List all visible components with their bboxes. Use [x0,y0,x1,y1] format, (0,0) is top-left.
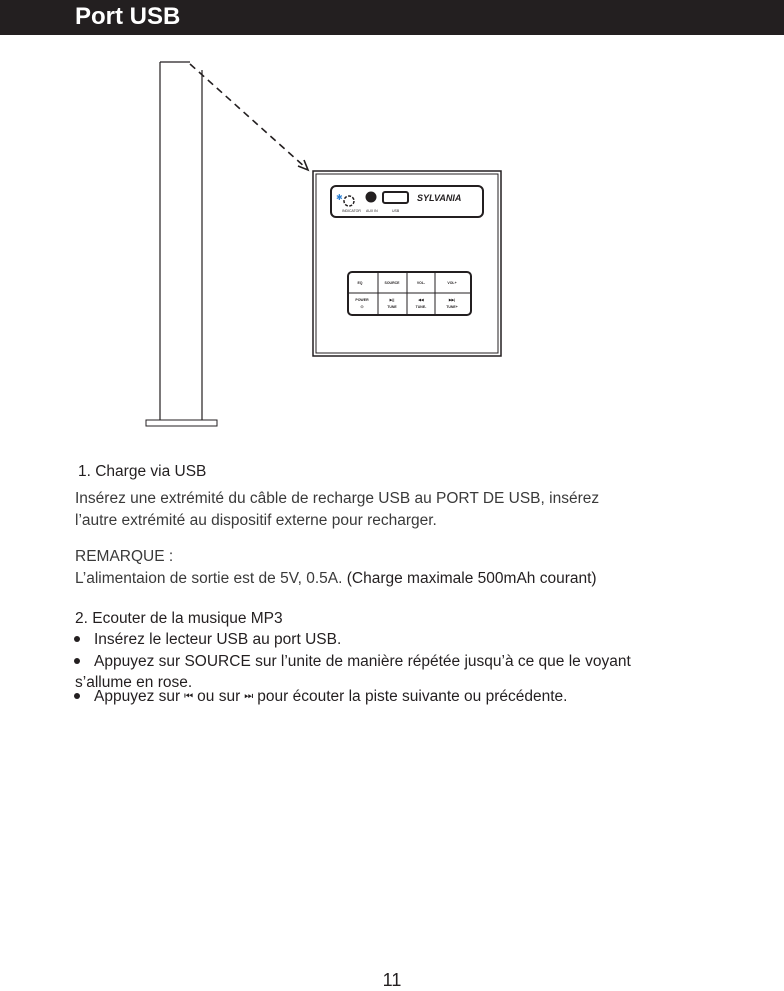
svg-text:▶▶|: ▶▶| [448,298,456,302]
bullet-1: Insérez le lecteur USB au port USB. [70,631,341,649]
device-illustration: ✱ SYLVANIA INDICATOR AUX IN USB EQ SOURC… [145,61,502,427]
svg-text:TUNE-: TUNE- [416,305,428,309]
svg-text:⏻: ⏻ [361,305,364,309]
section2-title: 2. Ecouter de la musique MP3 [75,610,283,627]
note-main: L’alimentaion de sortie est de 5V, 0.5A. [75,570,343,587]
svg-text:◀◀: ◀◀ [417,298,425,302]
note-extra: (Charge maximale 500mAh courant) [346,570,597,587]
bullet-2: Appuyez sur SOURCE sur l’unite de manièr… [70,653,631,671]
svg-text:SOURCE: SOURCE [385,281,401,285]
page-title: Port USB [75,3,181,30]
page-header: Port USB [0,0,784,35]
note-text: L’alimentaion de sortie est de 5V, 0.5A.… [75,570,597,588]
svg-text:SYLVANIA: SYLVANIA [417,193,461,203]
svg-text:AUX IN: AUX IN [366,209,378,213]
bullet-2-cont: s’allume en rose. [75,674,193,691]
svg-text:▶||: ▶|| [389,298,395,302]
bullet-2-text: Appuyez sur SOURCE sur l’unite de manièr… [94,653,631,670]
section1-title: 1. Charge via USB [78,463,207,480]
svg-text:POWER: POWER [355,298,369,302]
bullet-3-b: ou sur [197,688,241,705]
svg-text:✱: ✱ [336,193,343,202]
page-number: 11 [382,970,402,990]
section1-line2: l’autre extrémité au dispositif externe … [75,512,437,529]
svg-text:TUNE: TUNE [387,305,397,309]
svg-text:TUNE+: TUNE+ [446,305,458,309]
next-track-icon: ⏭ [244,691,254,703]
section1-line1: Insérez une extrémité du câble de rechar… [75,490,600,507]
svg-text:VOL-: VOL- [417,281,426,285]
svg-text:USB: USB [392,209,400,213]
svg-text:EQ: EQ [357,281,362,285]
bullet-3: Appuyez sur⏮ou sur⏭pour écouter la piste… [70,688,567,706]
svg-text:INDICATOR: INDICATOR [342,209,361,213]
bullet-1-text: Insérez le lecteur USB au port USB. [94,631,342,648]
svg-text:VOL+: VOL+ [447,281,456,285]
bullet-3-c: pour écouter la piste suivante ou précéd… [257,688,568,705]
bullet-3-a: Appuyez sur [94,688,181,705]
note-label: REMARQUE : [75,548,174,565]
previous-track-icon: ⏮ [184,691,194,703]
